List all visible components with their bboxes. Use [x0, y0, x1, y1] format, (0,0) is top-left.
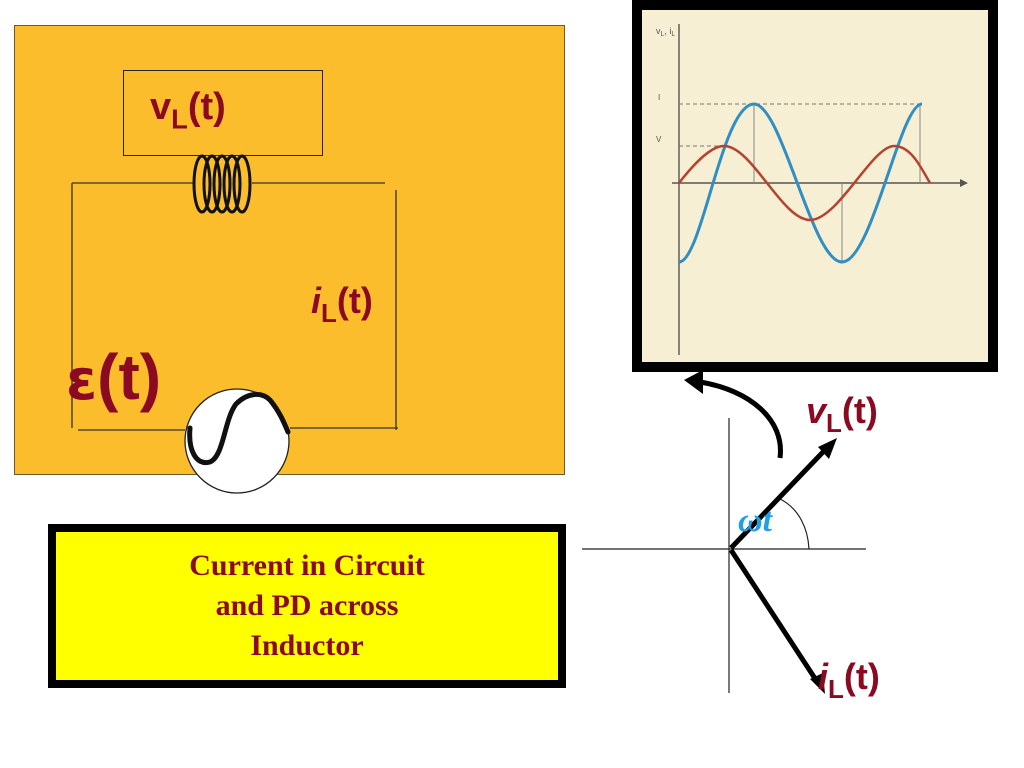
caption-line-1: Current in Circuit — [189, 549, 425, 582]
phasor-current-arg: (t) — [843, 656, 880, 697]
angle-arc — [777, 497, 810, 550]
caption-text-area: Current in Circuit and PD across Inducto… — [56, 532, 558, 680]
phasor-voltage-arg: (t) — [841, 390, 878, 431]
waveform-graph-frame: vL, iL I V — [632, 0, 998, 372]
emf-label: ε(t) — [66, 340, 161, 414]
phasor-voltage-subscript: L — [826, 410, 842, 439]
inductor-voltage-arg: (t) — [187, 86, 226, 128]
phasor-voltage-symbol: v — [806, 390, 827, 431]
phasor-current-subscript: L — [828, 676, 844, 705]
voltage-phasor-arrow — [729, 450, 825, 550]
ac-source-circle — [184, 388, 290, 494]
circuit-current-symbol: i — [311, 280, 322, 321]
circuit-current-arg: (t) — [336, 280, 373, 321]
inductor-voltage-label: vL(t) — [150, 86, 226, 136]
phasor-voltage-label: vL(t) — [806, 390, 878, 439]
ac-source-sine-icon — [187, 392, 291, 466]
circuit-panel — [14, 25, 565, 475]
caption-line-2: and PD across — [215, 589, 399, 622]
rotation-arrow — [699, 379, 783, 459]
waveform-plot: vL, iL I V — [656, 24, 968, 355]
angle-label: ωt — [738, 502, 773, 539]
circuit-current-subscript: L — [321, 300, 337, 329]
phasor-current-symbol: i — [818, 656, 829, 697]
current-phasor-arrow — [728, 548, 819, 682]
current-curve — [678, 102, 923, 264]
waveform-graph: vL, iL I V — [642, 10, 988, 362]
inductor-coil — [192, 154, 252, 214]
inductor-voltage-symbol: v — [150, 86, 172, 128]
emf-symbol: ε — [66, 348, 98, 413]
inductor-voltage-subscript: L — [171, 103, 188, 135]
graph-peak-voltage-tick: V — [656, 135, 662, 144]
voltage-curve — [678, 144, 932, 222]
circuit-current-label: iL(t) — [311, 280, 373, 329]
rotation-arrowhead-icon — [684, 370, 703, 394]
graph-peak-current-tick: I — [658, 93, 660, 102]
caption-box: Current in Circuit and PD across Inducto… — [48, 524, 566, 688]
current-phasor-arrowhead-icon — [810, 673, 825, 694]
emf-arg: (t) — [97, 341, 162, 413]
voltage-phasor-arrowhead-icon — [818, 438, 837, 459]
graph-x-arrow-icon — [960, 179, 968, 187]
phasor-current-label: iL(t) — [818, 656, 880, 705]
caption-line-3: Inductor — [250, 629, 364, 662]
